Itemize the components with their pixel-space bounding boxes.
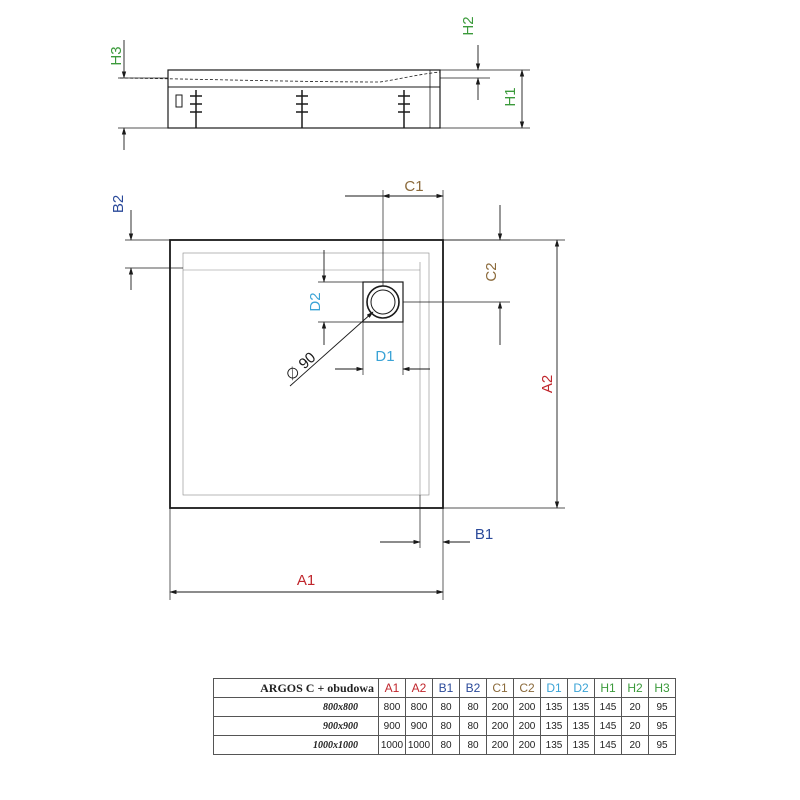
col-D1: D1 [540,678,568,698]
cell-B1: 80 [432,735,460,755]
col-B1: B1 [432,678,460,698]
cell-C1: 200 [486,716,514,736]
cell-D1: 135 [540,716,568,736]
cell-H1: 145 [594,697,622,717]
col-H2: H2 [621,678,649,698]
cell-H3: 95 [648,697,676,717]
cell-H1: 145 [594,716,622,736]
cell-C2: 200 [513,697,541,717]
col-H1: H1 [594,678,622,698]
cell-C2: 200 [513,716,541,736]
cell-H3: 95 [648,735,676,755]
label-A2: A2 [539,375,556,393]
row-model: 1000x1000 [213,735,379,755]
table-header-row: ARGOS C + obudowa A1 A2 B1 B2 C1 C2 D1 D… [213,678,676,698]
cell-A1: 900 [378,716,406,736]
table-row: 1000x1000 1000 1000 80 80 200 200 135 13… [213,735,676,755]
label-A1: A1 [297,572,315,589]
col-C2: C2 [513,678,541,698]
col-B2: B2 [459,678,487,698]
col-H3: H3 [648,678,676,698]
technical-drawing: H3 H2 H1 [108,16,565,600]
label-B1: B1 [475,526,493,543]
cell-H2: 20 [621,697,649,717]
label-B2: B2 [110,195,127,213]
label-drain-diameter: ∅ 90 [283,349,320,384]
cell-B2: 80 [459,697,487,717]
label-H1: H1 [502,87,519,106]
tray-outline [169,239,444,509]
cell-B1: 80 [432,716,460,736]
adjustable-legs [175,90,410,128]
tray-side-outline [167,69,441,129]
cell-C1: 200 [486,735,514,755]
cell-D1: 135 [540,697,568,717]
cell-H1: 145 [594,735,622,755]
row-model: 900x900 [213,716,379,736]
top-view [125,190,565,600]
label-D2: D2 [307,292,324,311]
table-title: ARGOS C + obudowa [213,678,379,698]
label-H2: H2 [460,16,477,35]
label-H3: H3 [108,46,125,65]
table-row: 800x800 800 800 80 80 200 200 135 135 14… [213,697,676,717]
dimensions-table: ARGOS C + obudowa A1 A2 B1 B2 C1 C2 D1 D… [213,678,676,755]
cell-A2: 1000 [405,735,433,755]
cell-D1: 135 [540,735,568,755]
label-C2: C2 [483,262,500,281]
cell-D2: 135 [567,735,595,755]
col-D2: D2 [567,678,595,698]
cell-B2: 80 [459,716,487,736]
cell-H2: 20 [621,735,649,755]
cell-A1: 800 [378,697,406,717]
cell-A2: 800 [405,697,433,717]
cell-D2: 135 [567,716,595,736]
label-D1: D1 [375,348,394,365]
side-view [118,40,530,150]
cell-B1: 80 [432,697,460,717]
cell-H3: 95 [648,716,676,736]
cell-A2: 900 [405,716,433,736]
col-A2: A2 [405,678,433,698]
col-A1: A1 [378,678,406,698]
cell-H2: 20 [621,716,649,736]
cell-D2: 135 [567,697,595,717]
cell-C1: 200 [486,697,514,717]
table-row: 900x900 900 900 80 80 200 200 135 135 14… [213,716,676,736]
label-C1: C1 [404,178,423,195]
row-model: 800x800 [213,697,379,717]
cell-A1: 1000 [378,735,406,755]
col-C1: C1 [486,678,514,698]
cell-C2: 200 [513,735,541,755]
cell-B2: 80 [459,735,487,755]
